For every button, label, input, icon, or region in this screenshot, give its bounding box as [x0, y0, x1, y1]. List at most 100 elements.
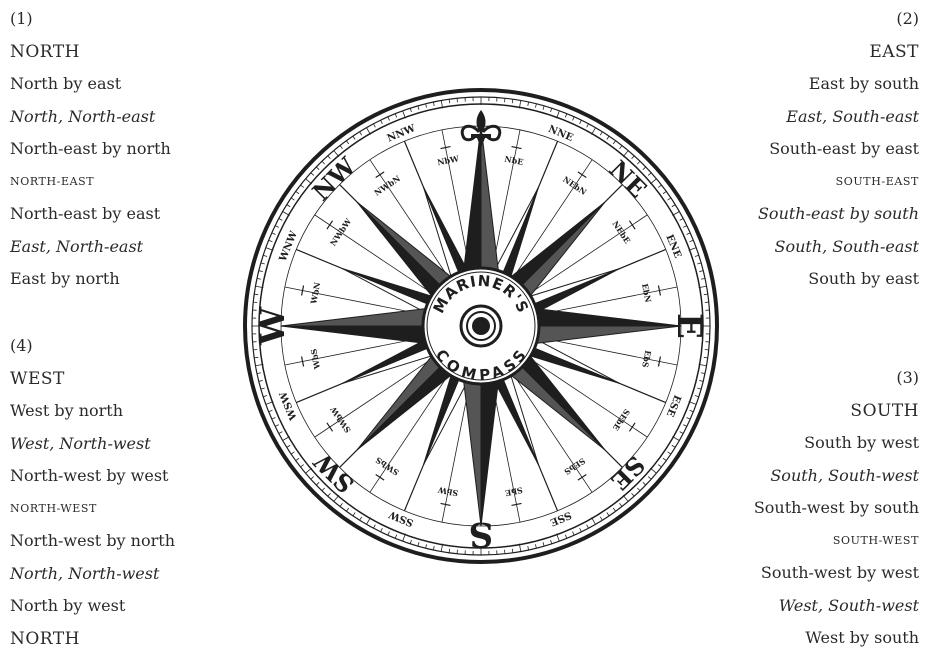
degree-tick — [301, 465, 304, 467]
degree-tick — [279, 432, 283, 434]
compass-point-label: NEbN — [561, 174, 588, 197]
degree-tick — [672, 445, 675, 447]
degree-tick — [535, 544, 536, 548]
point-name: East by south — [758, 68, 919, 101]
compass-point-label: SWbS — [373, 455, 400, 478]
degree-tick — [360, 132, 362, 135]
degree-tick — [381, 528, 383, 532]
quadrant-number: (2) — [758, 3, 919, 36]
compass-point-label: SSE — [548, 509, 573, 528]
point-name: West, North-west — [10, 428, 175, 461]
spoke-crossbar — [629, 423, 635, 431]
point-name: West by north — [10, 395, 175, 428]
degree-tick — [701, 373, 705, 374]
degree-tick — [449, 99, 450, 103]
degree-tick — [680, 218, 684, 220]
degree-tick — [565, 114, 566, 118]
point-name: SOUTH-WEST — [754, 525, 919, 558]
degree-tick — [340, 146, 342, 149]
compass-point-label: EbS — [640, 349, 653, 368]
degree-tick — [269, 240, 273, 241]
compass-point-label: WbN — [308, 281, 322, 305]
degree-tick — [316, 482, 319, 485]
degree-tick — [291, 452, 294, 454]
compass-point-label: SEbE — [611, 407, 632, 432]
degree-tick — [613, 141, 615, 144]
compass-point-label: SEbS — [562, 456, 587, 477]
degree-tick — [643, 167, 646, 170]
degree-tick — [637, 488, 640, 491]
degree-tick — [410, 108, 411, 112]
degree-tick — [367, 517, 371, 524]
point-name: SOUTH — [754, 395, 919, 428]
degree-tick — [680, 432, 684, 434]
degree-tick — [296, 458, 299, 460]
degree-tick — [373, 124, 375, 128]
spoke-crossbar — [376, 474, 384, 480]
degree-tick — [301, 185, 304, 187]
degree-tick — [648, 477, 651, 480]
point-name: NORTH-EAST — [10, 166, 171, 199]
quadrant-number: (4) — [10, 330, 175, 363]
point-name: North-west by north — [10, 525, 175, 558]
degree-tick — [395, 535, 396, 539]
degree-tick — [683, 425, 687, 427]
degree-tick — [658, 465, 661, 467]
compass-point-label: S — [469, 514, 494, 554]
degree-tick — [254, 294, 258, 295]
degree-tick — [695, 255, 699, 256]
point-name: West, South-west — [754, 590, 919, 623]
compass-point-label: SbE — [504, 485, 523, 498]
degree-tick — [672, 437, 679, 441]
degree-tick — [695, 396, 699, 397]
degree-tick — [623, 495, 628, 501]
point-name: South-west by south — [754, 492, 919, 525]
degree-tick — [663, 458, 666, 460]
degree-tick — [291, 198, 294, 200]
point-name: SOUTH-EAST — [758, 166, 919, 199]
degree-tick — [340, 503, 342, 506]
degree-tick — [580, 120, 582, 124]
compass-point-label: EbN — [640, 283, 654, 304]
degree-tick — [573, 117, 575, 121]
compass-point-label: ENE — [663, 233, 683, 260]
compass-rose: ESWNESESWNWNNEENEESESSESSWWSWWNWNNWNbENE… — [236, 73, 726, 583]
degree-tick — [551, 540, 552, 544]
degree-tick — [620, 146, 622, 149]
compass-point-label: NbE — [504, 153, 525, 167]
degree-tick — [592, 517, 596, 524]
degree-tick — [620, 503, 622, 506]
spoke-crossbar — [578, 172, 586, 178]
degree-tick — [311, 477, 314, 480]
degree-tick — [587, 525, 589, 529]
degree-tick — [275, 425, 279, 427]
degree-tick — [668, 452, 671, 454]
degree-tick — [283, 437, 290, 441]
degree-tick — [565, 535, 566, 539]
degree-tick — [449, 549, 450, 553]
compass-point-label: E — [669, 313, 709, 339]
degree-tick — [287, 205, 290, 207]
degree-tick — [607, 513, 609, 516]
degree-tick — [373, 525, 375, 529]
quadrant-1-column: (1) NORTH North by east North, North-eas… — [10, 3, 171, 296]
degree-tick — [632, 493, 635, 496]
point-name: South-east by east — [758, 133, 919, 166]
degree-tick — [279, 218, 283, 220]
degree-tick — [316, 167, 319, 170]
degree-tick — [283, 212, 290, 216]
degree-tick — [353, 513, 355, 516]
degree-tick — [426, 544, 427, 548]
degree-tick — [322, 488, 325, 491]
degree-tick — [632, 156, 635, 159]
point-name: North-east by east — [10, 198, 171, 231]
degree-tick — [311, 173, 314, 176]
degree-tick — [658, 185, 661, 187]
degree-tick — [367, 128, 371, 135]
degree-tick — [418, 542, 419, 546]
compass-point-label: SSW — [387, 508, 415, 528]
point-name: North-west by west — [10, 460, 175, 493]
compass-point-label: WNW — [277, 229, 300, 264]
degree-tick — [613, 508, 615, 511]
degree-tick — [648, 173, 651, 176]
